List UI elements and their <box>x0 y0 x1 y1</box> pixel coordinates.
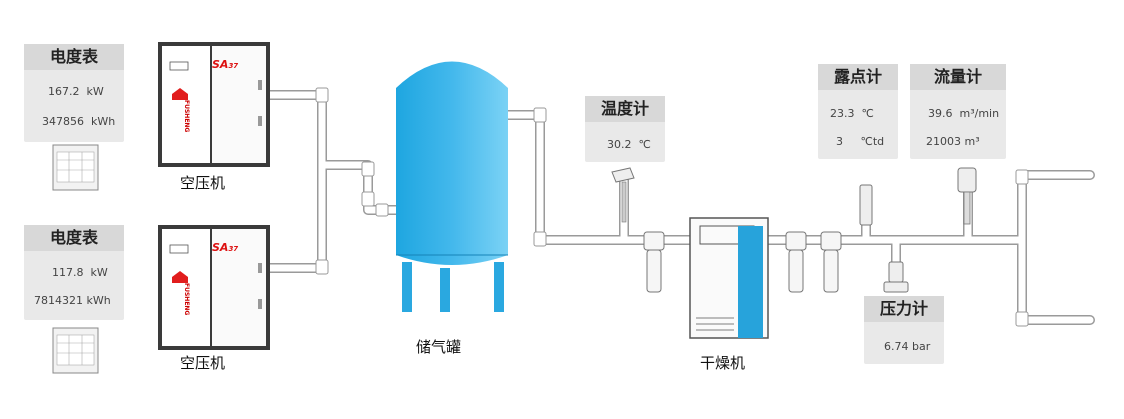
dryer-unit <box>689 217 769 339</box>
pressure-reading: 6.74 bar <box>884 340 931 353</box>
meter-title: 电度表 <box>24 44 124 70</box>
filter-2 <box>785 231 807 293</box>
thermometer-title: 温度计 <box>585 96 665 122</box>
dryer-label: 干燥机 <box>700 354 746 372</box>
meter-device-1 <box>52 144 99 191</box>
compressor-2-label: 空压机 <box>180 354 226 372</box>
compressor-2-model: SA37 <box>212 241 239 254</box>
dewpoint-panel: 露点计 23.3 ℃ 3 ℃td <box>818 64 898 159</box>
flow-total: 21003 m³ <box>926 135 980 148</box>
dewpoint-td: 3 ℃td <box>836 135 885 148</box>
compressor-2 <box>158 225 270 350</box>
dewpoint-sensor <box>859 184 873 226</box>
flow-title: 流量计 <box>910 64 1006 90</box>
thermometer-panel: 温度计 30.2 ℃ <box>585 96 665 162</box>
meter-panel-1: 电度表 167.2 kW 347856 kWh <box>24 44 124 142</box>
filter-3 <box>820 231 842 293</box>
thermometer-sensor <box>611 167 635 223</box>
pressure-sensor <box>883 261 909 293</box>
compressor-1-label: 空压机 <box>180 174 226 192</box>
air-tank <box>396 61 508 312</box>
meter-power: 167.2 kW <box>48 85 104 98</box>
filter-1 <box>643 231 665 293</box>
flow-panel: 流量计 39.6 m³/min 21003 m³ <box>910 64 1006 159</box>
pressure-title: 压力计 <box>864 296 944 322</box>
tank-label: 储气罐 <box>416 338 462 356</box>
dewpoint-title: 露点计 <box>818 64 898 90</box>
meter-energy: 7814321 kWh <box>34 294 111 307</box>
compressor-1-brand: FUSHENG <box>183 100 190 133</box>
flow-sensor <box>957 167 977 225</box>
meter-title: 电度表 <box>24 225 124 251</box>
meter-panel-2: 电度表 117.8 kW 7814321 kWh <box>24 225 124 320</box>
meter-power: 117.8 kW <box>52 266 108 279</box>
compressor-1 <box>158 42 270 167</box>
compressor-2-brand: FUSHENG <box>183 283 190 316</box>
meter-energy: 347856 kWh <box>42 115 116 128</box>
thermometer-reading: 30.2 ℃ <box>607 138 651 151</box>
compressor-1-model: SA37 <box>212 58 239 71</box>
pressure-panel: 压力计 6.74 bar <box>864 296 944 364</box>
dewpoint-temp: 23.3 ℃ <box>830 107 874 120</box>
meter-device-2 <box>52 327 99 374</box>
flow-rate: 39.6 m³/min <box>928 107 1000 120</box>
